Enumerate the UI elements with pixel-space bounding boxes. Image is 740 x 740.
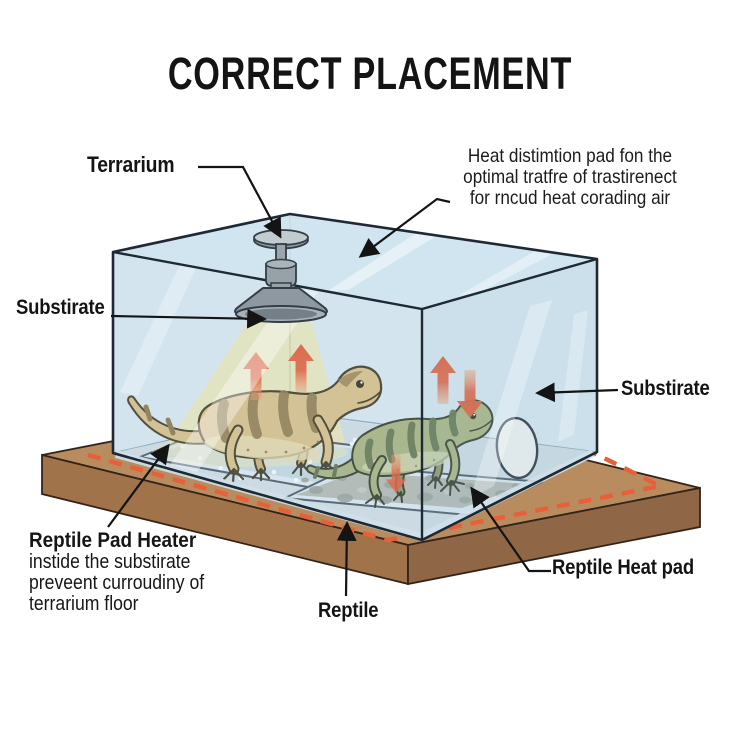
annotation-heat-distribution: Heat distimtion pad fon the optimal trat… [442,145,697,210]
leader-substrate-right [535,382,619,403]
leader-reptile-heat-pad [470,486,551,573]
egg [495,416,539,480]
annotation-line: terrarium floor [29,593,139,616]
glass-walls [111,212,599,542]
label-reptile: Reptile [318,599,379,622]
annotation-line: optimal tratfre of trastirenect [463,166,677,189]
leader-lines [107,165,619,597]
leader-reptile [336,521,357,597]
heat-cable-dashed-line [87,450,663,543]
leader-pad-heater [107,443,170,528]
glass-shine [120,232,588,498]
annotation-heading: Reptile Pad Heater [29,528,197,552]
leader-heat-distribution [358,197,451,258]
annotation-line: Heat distimtion pad fon the [467,145,673,167]
leader-substrate-left [110,308,267,329]
leader-terrarium [198,165,282,239]
page-title: CORRECT PLACEMENT [167,48,573,99]
reptile-heat-pad-graphic [284,465,543,516]
annotation-line: instide the substirate [29,550,191,573]
label-terrarium: Terrarium [87,152,175,177]
label-substrate-left: Substirate [16,296,105,319]
annotation-line: for rncud heat corading air [469,187,671,210]
label-substrate-right: Substirate [621,377,710,400]
annotation-pad-heater: Reptile Pad Heater instide the substirat… [29,529,204,615]
annotation-line: preveent curroudiny of [29,571,205,594]
label-reptile-heat-pad: Reptile Heat pad [552,556,694,579]
